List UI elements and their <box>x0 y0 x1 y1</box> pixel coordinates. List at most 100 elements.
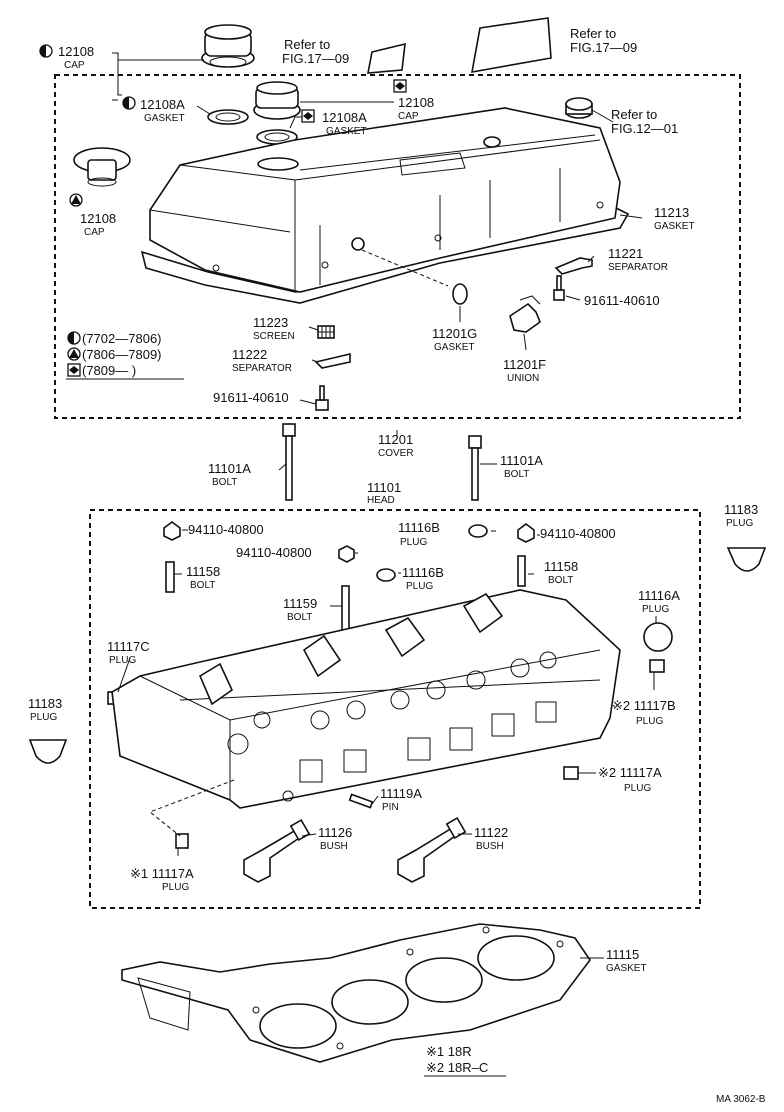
diamond-symbol <box>301 109 315 123</box>
callout-pin-11119a-number: 11119A <box>380 786 422 801</box>
separator-11222 <box>314 352 351 369</box>
cap-12108-middle <box>253 81 301 120</box>
callout-bush-11122-number: 11122 <box>474 825 508 840</box>
callout-nut-94110-c-number: 94110-40800 <box>540 526 616 541</box>
callout-cap-12108-b-name: CAP <box>398 111 419 122</box>
gasket-ring-a <box>207 109 249 125</box>
callout-bolt-11158-b-name: BOLT <box>548 575 573 586</box>
callout-bush-11122-name: BUSH <box>476 841 504 852</box>
diamond-symbol <box>67 363 81 377</box>
bolt-11101a-left <box>282 423 296 501</box>
half-circle-symbol <box>122 96 136 110</box>
callout-gasket-11213-name: GASKET <box>654 221 695 232</box>
pin-11119a <box>348 793 374 809</box>
stud-11159 <box>341 585 350 631</box>
callout-plug-11116b-b-number: 11116B <box>402 565 444 580</box>
callout-screen-11223-number: 11223 <box>253 315 288 330</box>
callout-plug-11116b-a-name: PLUG <box>400 537 427 548</box>
callout-separator-11222-number: 11222 <box>232 347 267 362</box>
diamond-symbol <box>393 79 407 93</box>
callout-plug-11183-left-name: PLUG <box>30 712 57 723</box>
callout-plug-11117a-left-name: PLUG <box>162 882 189 893</box>
callout-plug-11116b-a-number: 11116B <box>398 520 440 535</box>
callout-bush-11126-number: 11126 <box>318 825 352 840</box>
plug-11116b-a <box>468 524 488 538</box>
callout-plug-11183-right-name: PLUG <box>726 518 753 529</box>
callout-cap-12108-a-name: CAP <box>64 60 85 71</box>
plug-11116a <box>643 622 673 652</box>
callout-gasket-11213-number: 11213 <box>654 205 689 220</box>
stud-11158-left <box>165 561 175 593</box>
separator-11221 <box>554 257 593 275</box>
callout-gasket-11115-name: GASKET <box>606 963 647 974</box>
reference-a-line1: Refer to <box>284 37 330 52</box>
cover-group-frame <box>54 74 741 419</box>
callout-bolt-91611-a-number: 91611-40610 <box>584 293 660 308</box>
callout-bolt-91611-b-number: 91611-40610 <box>213 390 289 405</box>
callout-plug-11117a-right-number: ※2 11117A <box>598 765 662 780</box>
plug-11117a-right <box>563 766 579 780</box>
plug-11116b-b <box>376 568 396 582</box>
callout-bolt-11101a-right-number: 11101A <box>500 453 543 468</box>
cap-12108-top <box>201 24 255 68</box>
callout-plug-11117c-number: 11117C <box>107 639 150 654</box>
callout-bolt-11101a-left-name: BOLT <box>212 477 237 488</box>
callout-bolt-11159-number: 11159 <box>283 596 317 611</box>
reference-b-line1: Refer to <box>570 26 616 41</box>
legend-diamond-range: (7809— ) <box>82 363 136 378</box>
valve-cover <box>140 107 630 304</box>
bolt-91611-right <box>553 275 565 301</box>
reference-b-line2: FIG.17—09 <box>570 40 637 55</box>
callout-gasket-12108a-b-number: 12108A <box>322 110 367 125</box>
callout-cover-11201-name: COVER <box>378 448 414 459</box>
plug-11117a-left <box>175 833 189 849</box>
callout-union-11201f-number: 11201F <box>503 357 546 372</box>
callout-separator-11221-name: SEPARATOR <box>608 262 668 273</box>
half-circle-symbol <box>67 331 81 345</box>
callout-screen-11223-name: SCREEN <box>253 331 295 342</box>
callout-gasket-12108a-a-name: GASKET <box>144 113 185 124</box>
head-group-frame <box>89 509 701 909</box>
callout-plug-11116a-name: PLUG <box>642 604 669 615</box>
callout-cap-12108-b-number: 12108 <box>398 95 434 110</box>
nut-94110-c <box>517 523 535 543</box>
applicability-note-2: ※2 18R–C <box>426 1060 488 1075</box>
callout-bolt-11158-a-name: BOLT <box>190 580 215 591</box>
callout-cover-11201-number: 11201 <box>378 432 413 447</box>
bush-11126 <box>243 818 311 883</box>
reference-c-line2: FIG.12—01 <box>611 121 678 136</box>
callout-head-11101-name: HEAD <box>367 495 395 506</box>
nut-94110-b <box>338 545 355 563</box>
callout-nut-94110-a-number: 94110-40800 <box>188 522 264 537</box>
callout-plug-11116a-number: 11116A <box>638 588 680 603</box>
callout-gasket-12108a-b-name: GASKET <box>326 126 367 137</box>
bolt-11101a-right <box>468 435 482 501</box>
callout-gasket-12108a-a-number: 12108A <box>140 97 185 112</box>
callout-gasket-11201g-name: GASKET <box>434 342 475 353</box>
washer-11201g <box>452 283 468 305</box>
legend-triangle-range: (7806—7809) <box>82 347 162 362</box>
callout-bolt-11101a-left-number: 11101A <box>208 461 251 476</box>
callout-gasket-11201g-number: 11201G <box>432 326 477 341</box>
callout-plug-11183-left-number: 11183 <box>28 696 62 711</box>
callout-separator-11222-name: SEPARATOR <box>232 363 292 374</box>
leader-lines <box>112 52 657 959</box>
callout-nut-94110-b-number: 94110-40800 <box>236 545 312 560</box>
callout-gasket-11115-number: 11115 <box>606 947 639 962</box>
plug-11183-left <box>28 739 68 764</box>
plug-11183-right <box>726 547 767 572</box>
callout-plug-11116b-b-name: PLUG <box>406 581 433 592</box>
nut-94110-a <box>163 521 181 541</box>
plug-11117b <box>649 659 665 673</box>
applicability-note-1: ※1 18R <box>426 1044 472 1059</box>
callout-cap-12108-c-name: CAP <box>84 227 105 238</box>
stud-11158-right <box>517 555 526 587</box>
reference-plate-b <box>471 17 552 73</box>
bolt-91611-left <box>315 385 329 411</box>
callout-plug-11117a-left-number: ※1 11117A <box>130 866 194 881</box>
triangle-symbol <box>69 193 83 207</box>
callout-plug-11117a-right-name: PLUG <box>624 783 651 794</box>
callout-head-11101-number: 11101 <box>367 480 401 495</box>
rubber-grommet-top-right <box>565 97 593 119</box>
bush-11122 <box>397 816 467 883</box>
